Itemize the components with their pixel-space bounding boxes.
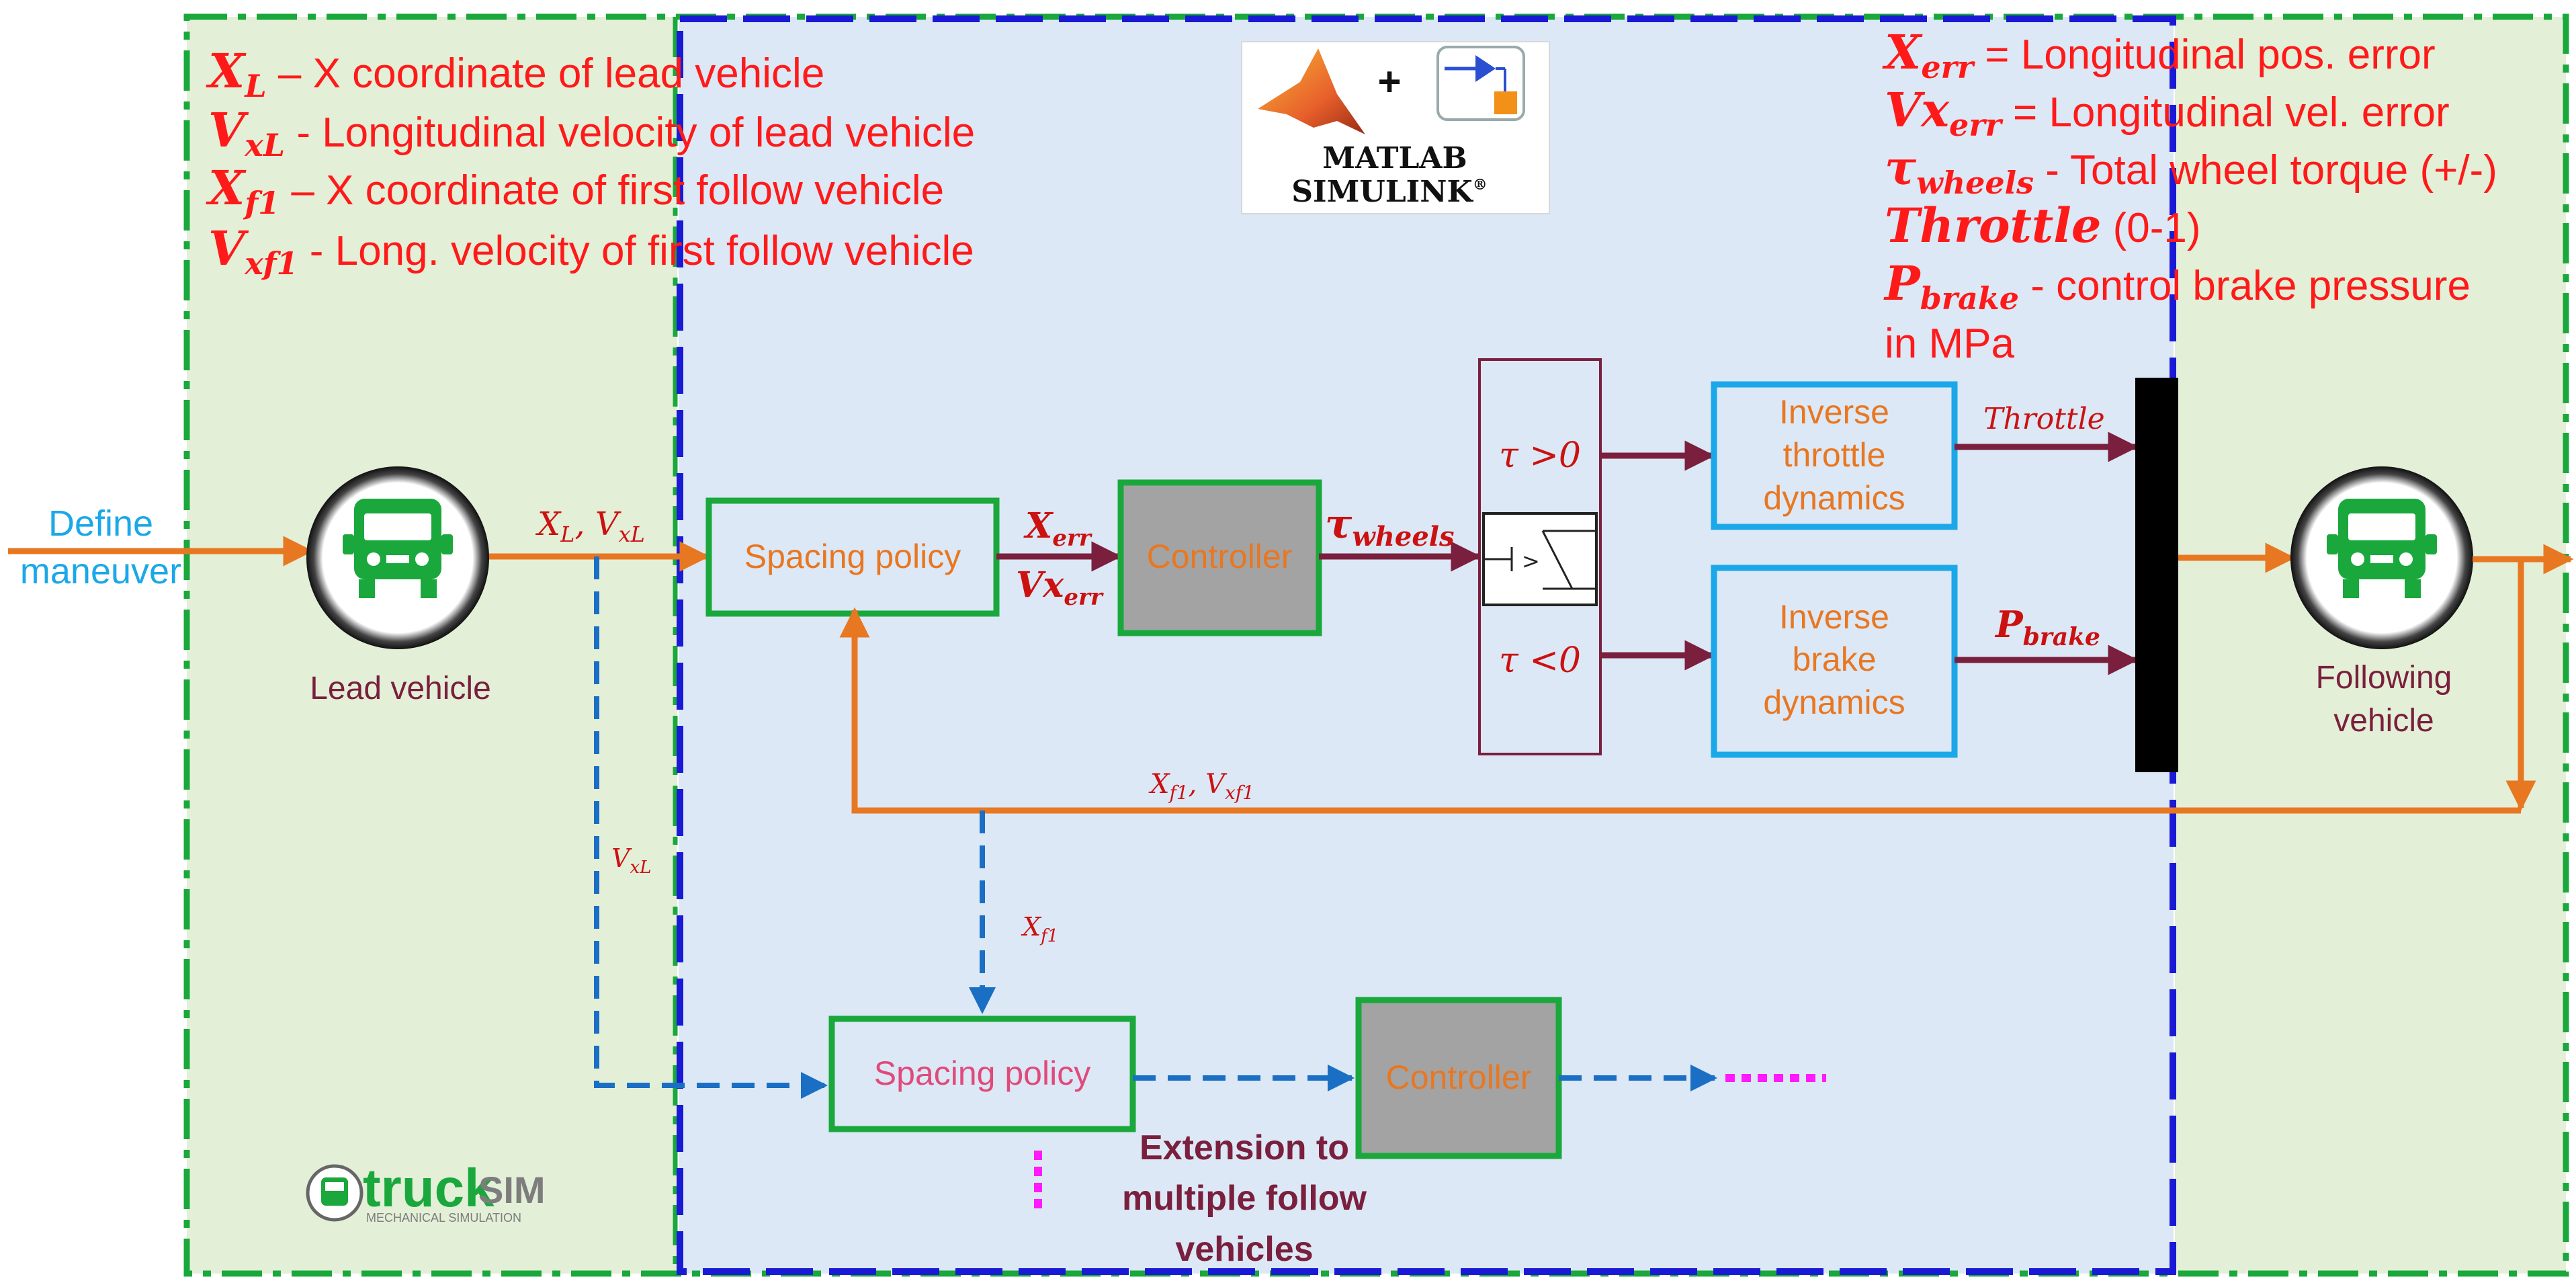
extension-caption: Extension to — [1140, 1128, 1349, 1167]
signal-pbrake: Pbrake — [1994, 603, 2100, 651]
matlab-membrane-icon — [1258, 48, 1365, 134]
legend-right-item: τwheels - Total wheel torque (+/-) — [1885, 140, 2497, 201]
svg-text:Inverse: Inverse — [1779, 393, 1889, 431]
signal-vxl: VxL — [611, 843, 651, 878]
truck-icon — [2327, 499, 2437, 598]
legend-right: Xerr = Longitudinal pos. error Vxerr = L… — [1882, 24, 2497, 367]
svg-text:dynamics: dynamics — [1763, 479, 1905, 517]
extension-caption: multiple follow — [1122, 1179, 1367, 1218]
switch-icon: > — [1482, 512, 1598, 606]
signal-xl-vxl: XL, VxL — [535, 505, 645, 547]
simulink-block-icon — [1436, 46, 1525, 121]
spacing-policy-2-block[interactable]: Spacing policy — [828, 1015, 1136, 1132]
vxl-dashed-path — [594, 556, 828, 1099]
svg-text:Controller: Controller — [1147, 538, 1293, 575]
svg-text:brake: brake — [1792, 640, 1876, 678]
define-maneuver-label: Define — [48, 503, 153, 544]
legend-left-item: VxL - Longitudinal velocity of lead vehi… — [208, 102, 975, 163]
switch-negative-label: τ <0 — [1499, 640, 1581, 681]
feedback-line — [839, 607, 2521, 814]
following-vehicle-node — [2290, 466, 2473, 649]
svg-text:throttle: throttle — [1783, 436, 1886, 474]
extension-caption: vehicles — [1175, 1230, 1313, 1269]
lead-vehicle-node — [306, 466, 489, 649]
svg-text:Controller: Controller — [1386, 1058, 1532, 1096]
define-maneuver-label: maneuver — [20, 551, 181, 591]
svg-text:MECHANICAL SIMULATION: MECHANICAL SIMULATION — [366, 1211, 521, 1224]
truck-icon — [343, 499, 453, 598]
matlab-text: MATLAB — [1322, 141, 1467, 175]
matlab-simulink-logo: + MATLAB SIMULINK® — [1241, 41, 1550, 214]
legend-left: XL – X coordinate of lead vehicle VxL - … — [206, 43, 975, 282]
following-vehicle-label: Following — [2316, 660, 2452, 696]
following-vehicle-label: vehicle — [2333, 703, 2434, 739]
signal-xf1-vxf1: Xf1, Vxf1 — [1148, 769, 1254, 804]
signal-throttle: Throttle — [1983, 402, 2105, 436]
torque-switch[interactable]: τ >0 τ <0 > — [1478, 358, 1602, 755]
inverse-throttle-block[interactable]: Inverse throttle dynamics — [1711, 381, 1958, 530]
simulink-text: SIMULINK® — [1291, 175, 1487, 209]
svg-text:truck: truck — [363, 1158, 495, 1218]
legend-right-item: Pbrake - control brake pressure — [1883, 255, 2471, 317]
controller-block[interactable]: Controller — [1117, 479, 1322, 636]
plus-sign: + — [1377, 59, 1401, 104]
legend-left-item: Vxf1 - Long. velocity of first follow ve… — [208, 220, 974, 282]
trucksim-logo: truck SIM MECHANICAL SIMULATION — [306, 1158, 546, 1224]
legend-right-item: Xerr = Longitudinal pos. error — [1882, 24, 2436, 85]
signal-tau-wheels: τwheels — [1325, 501, 1455, 552]
controller-2-block[interactable]: Controller — [1355, 997, 1562, 1159]
svg-text:Spacing policy: Spacing policy — [744, 538, 961, 575]
svg-text:Inverse: Inverse — [1779, 598, 1889, 636]
signal-vxerr: Vxerr — [1016, 565, 1104, 611]
legend-left-item: XL – X coordinate of lead vehicle — [206, 43, 824, 104]
inverse-brake-block[interactable]: Inverse brake dynamics — [1711, 565, 1958, 758]
svg-text:dynamics: dynamics — [1763, 683, 1905, 721]
spacing-policy-block[interactable]: Spacing policy — [705, 497, 1000, 617]
signal-xerr: Xerr — [1023, 505, 1092, 552]
svg-text:SIM: SIM — [478, 1169, 546, 1211]
svg-text:>: > — [1522, 548, 1540, 574]
svg-text:Spacing policy: Spacing policy — [874, 1054, 1090, 1092]
legend-right-tail: in MPa — [1885, 321, 2014, 367]
switch-positive-label: τ >0 — [1499, 435, 1581, 476]
legend-left-item: Xf1 – X coordinate of first follow vehic… — [206, 160, 944, 221]
signal-xf1: Xf1 — [1021, 912, 1058, 946]
lead-vehicle-label: Lead vehicle — [310, 671, 491, 706]
legend-right-item: Vxerr = Longitudinal vel. error — [1885, 82, 2450, 143]
mux-bar — [2135, 378, 2178, 772]
legend-right-item: Throttle (0-1) — [1885, 198, 2201, 253]
